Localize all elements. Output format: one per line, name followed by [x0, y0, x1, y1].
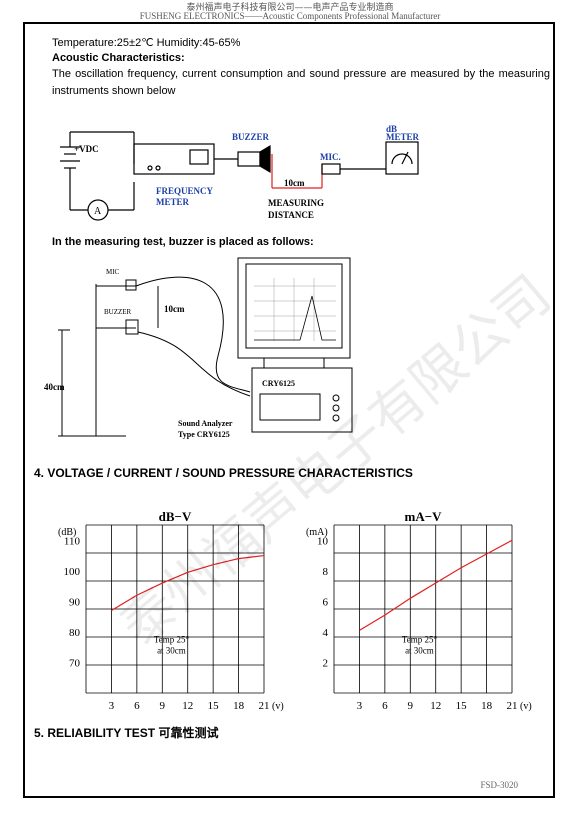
x-unit-label: (v) — [520, 701, 532, 712]
freq-meter-label: FREQUENCY — [156, 186, 214, 196]
device-model: CRY6125 — [262, 379, 295, 388]
acoustic-title: Acoustic Characteristics: — [52, 52, 185, 64]
ma-v-chart: mA−V (mA)10 8 6 4 2 3 6 9 12 15 18 21(v) Temp 25°at 3… — [306, 509, 532, 712]
x-tick-label: 12 — [182, 700, 193, 712]
y-tick-label: 8 — [323, 566, 329, 578]
x-tick-label: 3 — [357, 700, 363, 712]
page-frame — [23, 22, 555, 798]
x-tick-label: 21 — [259, 700, 270, 712]
y-tick-label: 10 — [317, 535, 329, 547]
mic-label: MIC. — [320, 152, 341, 162]
chart-note: at 30cm — [405, 646, 434, 656]
analyzer-label: Sound Analyzer — [178, 419, 233, 428]
analyzer-type: Type CRY6125 — [178, 430, 230, 439]
chart-note: at 30cm — [157, 646, 186, 656]
freq-meter-label-2: METER — [156, 197, 190, 207]
chart-title: mA−V — [404, 509, 442, 524]
x-tick-label: 9 — [160, 700, 166, 712]
ammeter-label: A — [94, 206, 102, 217]
y-tick-label: 110 — [64, 535, 81, 547]
measuring-label: MEASURING — [268, 198, 324, 208]
y-tick-label: 90 — [69, 596, 81, 608]
setup-40cm: 40cm — [44, 382, 65, 392]
vdc-label: +VDC — [74, 144, 99, 154]
header-en: FUSHENG ELECTRONICS——Acoustic Components… — [139, 11, 441, 21]
chart-note: Temp 25° — [154, 635, 190, 645]
header-cn: 泰州福声电子科技有限公司——电声产品专业制造商 — [186, 3, 394, 13]
x-tick-label: 21 — [507, 700, 518, 712]
distance-value: 10cm — [284, 178, 305, 188]
meter-label: METER — [386, 132, 420, 142]
setup-mic-label: MIC — [106, 268, 120, 276]
x-tick-label: 18 — [233, 700, 245, 712]
acoustic-text: The oscillation frequency, current consu… — [52, 68, 550, 97]
setup-10cm: 10cm — [164, 304, 185, 314]
x-tick-label: 3 — [109, 700, 115, 712]
measurement-circuit-diagram: +VDC A FREQUENCY METER BUZZER 10cm MEASU… — [60, 124, 420, 221]
distance-label: DISTANCE — [268, 210, 314, 220]
chart-title: dB−V — [159, 509, 192, 524]
series-line — [111, 554, 265, 612]
y-tick-label: 4 — [323, 627, 329, 639]
y-tick-label: 100 — [64, 566, 81, 578]
y-tick-label: 6 — [323, 596, 329, 608]
x-tick-label: 15 — [208, 700, 220, 712]
setup-buzzer-label: BUZZER — [104, 308, 132, 316]
section-5-heading: 5. RELIABILITY TEST 可靠性测试 — [34, 726, 219, 740]
y-tick-label: 70 — [69, 657, 81, 669]
db-label: dB — [386, 124, 397, 134]
section-4-heading: 4. VOLTAGE / CURRENT / SOUND PRESSURE CH… — [34, 466, 413, 480]
y-tick-label: 80 — [69, 627, 81, 639]
chart-note: Temp 25° — [402, 635, 438, 645]
y-tick-label: 2 — [323, 657, 329, 669]
document-code: FSD-3020 — [480, 780, 518, 790]
y-unit-label: (dB) — [58, 527, 76, 538]
series-line — [359, 539, 513, 631]
x-tick-label: 18 — [481, 700, 493, 712]
x-unit-label: (v) — [272, 701, 284, 712]
test-setup-diagram: MIC BUZZER 10cm 40cm CRY6125 Sound Analy… — [44, 257, 353, 439]
x-tick-label: 15 — [456, 700, 468, 712]
buzzer-label: BUZZER — [232, 132, 270, 142]
x-tick-label: 6 — [134, 700, 140, 712]
db-v-chart: dB−V (dB)110 100 90 80 70 3 6 9 12 15 18 21(v) Temp 2… — [58, 509, 284, 712]
x-tick-label: 12 — [430, 700, 441, 712]
y-unit-label: (mA) — [306, 527, 328, 538]
test-setup-title: In the measuring test, buzzer is placed … — [52, 236, 314, 248]
x-tick-label: 9 — [408, 700, 414, 712]
x-tick-label: 6 — [382, 700, 388, 712]
test-conditions: Temperature:25±2℃ Humidity:45-65% — [52, 37, 241, 49]
